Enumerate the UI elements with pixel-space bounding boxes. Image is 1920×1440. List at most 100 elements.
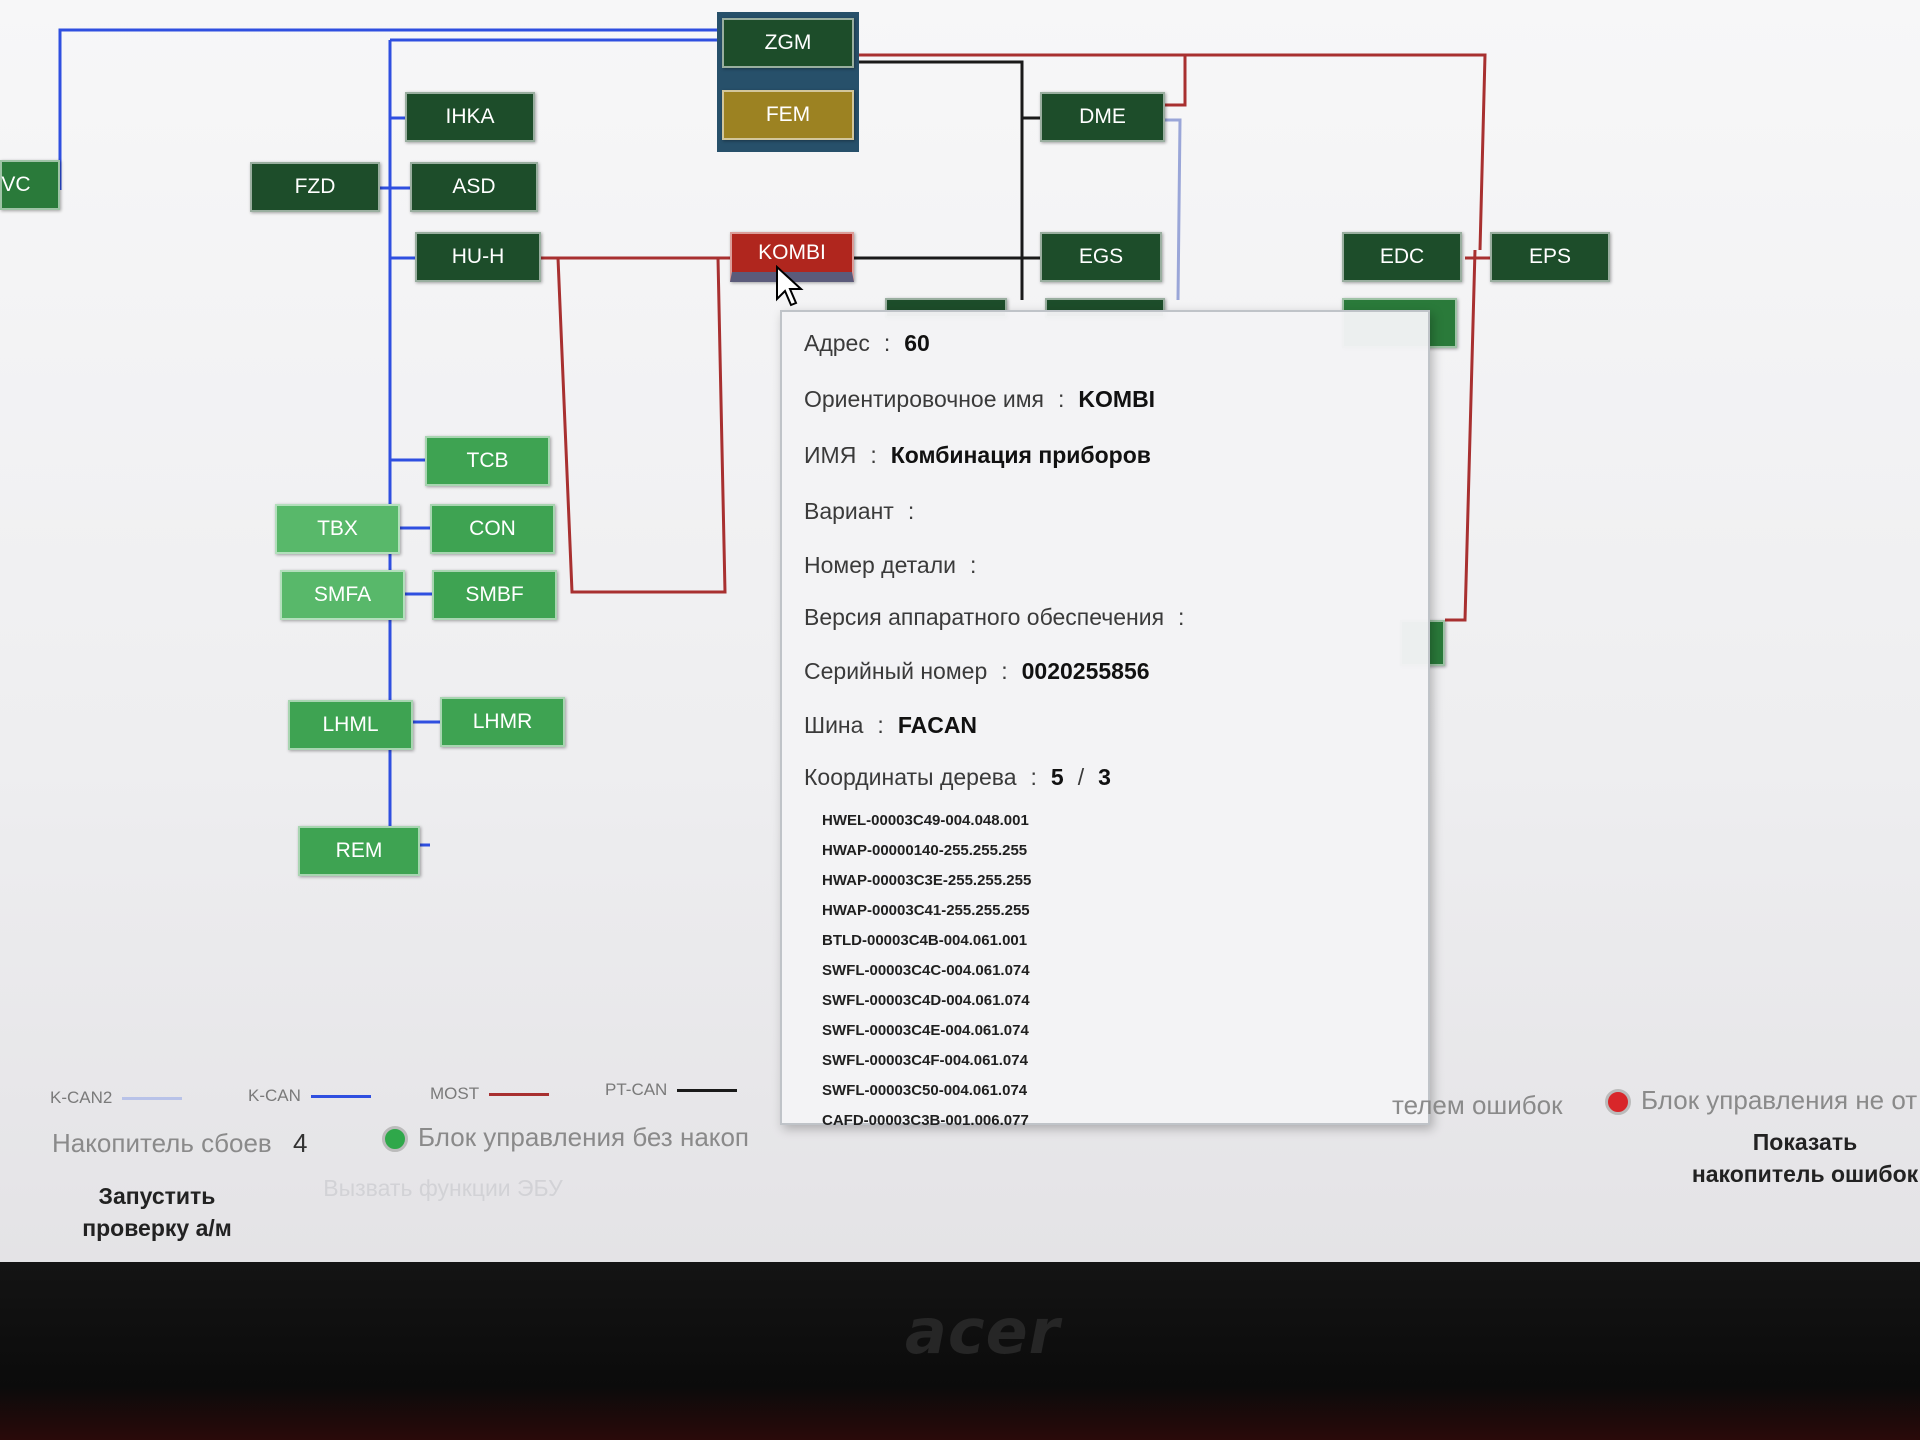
bus-value: FACAN — [897, 712, 978, 738]
node-smbf[interactable]: SMBF — [432, 570, 557, 620]
hw-version-label: Версия аппаратного обеспечения — [804, 604, 1165, 630]
tree-coord-x: 5 — [1050, 764, 1064, 790]
tree-coords-label: Координаты дерева — [804, 764, 1017, 790]
tree-coord-slash: / — [1077, 764, 1085, 790]
red-dot-icon — [1605, 1089, 1631, 1116]
show-fault-memory-button[interactable]: Показать накопитель ошибок — [1691, 1129, 1919, 1187]
ecu-info-popup: Адрес:60 Ориентировочное имя:KOMBI ИМЯ:К… — [780, 310, 1430, 1129]
legend-most-label: MOST — [430, 1084, 480, 1103]
node-zgm[interactable]: ZGM — [722, 18, 854, 68]
software-entry: CAFD-00003C3B-001.006.077 — [822, 1112, 1029, 1129]
node-fem[interactable]: FEM — [722, 90, 854, 140]
fault-memory-count: 4 — [292, 1128, 308, 1158]
node-asd[interactable]: ASD — [410, 162, 538, 212]
legend-ptcan: PT-CAN — [605, 1080, 738, 1100]
tree-coords-row: Координаты дерева:5/3 — [804, 764, 1111, 790]
legend-no-fault-memory: Блок управления без накоп — [382, 1122, 749, 1153]
address-value: 60 — [904, 330, 930, 356]
node-label: ZGM — [764, 31, 812, 54]
tree-coord-y: 3 — [1098, 764, 1111, 790]
node-fzd[interactable]: FZD — [250, 162, 380, 212]
node-label: VC — [1, 173, 31, 196]
legend-kcan2: K-CAN2 — [50, 1088, 183, 1108]
node-label: EPS — [1528, 245, 1572, 268]
bus-label: Шина — [804, 712, 864, 738]
node-label: CON — [469, 517, 516, 540]
software-entry: HWAP-00000140-255.255.255 — [822, 842, 1028, 859]
orient-name-label: Ориентировочное имя — [804, 386, 1045, 412]
software-entry: SWFL-00003C4E-004.061.074 — [822, 1022, 1029, 1039]
start-vehicle-check-button[interactable]: Запустить проверку а/м — [82, 1183, 232, 1241]
node-lhml[interactable]: LHML — [288, 700, 413, 750]
bus-row: Шина:FACAN — [804, 712, 978, 738]
node-tcb[interactable]: TCB — [425, 436, 550, 486]
legend-kcan2-line — [122, 1096, 183, 1100]
orient-name-value: KOMBI — [1078, 386, 1156, 412]
software-entry: BTLD-00003C4B-004.061.001 — [822, 932, 1028, 949]
legend-ptcan-label: PT-CAN — [605, 1080, 668, 1099]
node-ihka[interactable]: IHKA — [405, 92, 535, 142]
node-label: LHMR — [472, 710, 533, 733]
node-label: IHKA — [445, 105, 495, 128]
software-entry: HWAP-00003C41-255.255.255 — [822, 902, 1030, 919]
hw-version-row: Версия аппаратного обеспечения: — [804, 604, 1185, 630]
node-hu-h[interactable]: HU-H — [415, 232, 541, 282]
brand-logo: acer — [905, 1295, 1061, 1368]
node-dme[interactable]: DME — [1040, 92, 1165, 142]
laptop-bezel: acer — [0, 1262, 1920, 1440]
software-entry: SWFL-00003C4C-004.061.074 — [822, 962, 1030, 979]
fault-memory-status: Накопитель сбоев 4 — [52, 1128, 307, 1159]
node-label: FEM — [765, 103, 811, 126]
legend-no-fault-memory-label: Блок управления без накоп — [418, 1122, 749, 1152]
node-label: SMBF — [465, 583, 524, 606]
legend-kcan-line — [310, 1094, 371, 1098]
variant-label: Вариант — [804, 498, 894, 524]
bus-wiring — [58, 28, 1495, 847]
legend-not-responding-label: Блок управления не от — [1641, 1085, 1918, 1115]
node-label: TBX — [317, 517, 358, 540]
part-number-row: Номер детали: — [804, 552, 977, 578]
node-lhmr[interactable]: LHMR — [440, 697, 565, 747]
variant-row: Вариант: — [804, 498, 915, 524]
node-label: DME — [1079, 105, 1126, 128]
node-label: TCB — [466, 449, 509, 472]
node-label: SMFA — [313, 583, 372, 606]
node-egs[interactable]: EGS — [1040, 232, 1162, 282]
legend-most-line — [489, 1092, 550, 1096]
node-label: LHML — [322, 713, 379, 736]
legend-not-responding: Блок управления не от — [1605, 1085, 1917, 1116]
serial-label: Серийный номер — [804, 658, 988, 684]
node-smfa[interactable]: SMFA — [280, 570, 405, 620]
node-tbx[interactable]: TBX — [275, 504, 400, 554]
name-value: Комбинация приборов — [890, 442, 1151, 468]
name-label: ИМЯ — [804, 442, 857, 468]
node-label: KOMBI — [758, 241, 826, 264]
serial-row: Серийный номер:0020255856 — [804, 658, 1150, 684]
node-label: EDC — [1379, 245, 1425, 268]
legend-with-fault-memory: телем ошибок — [1392, 1090, 1563, 1121]
node-con[interactable]: CON — [430, 504, 555, 554]
software-entry: HWEL-00003C49-004.048.001 — [822, 812, 1029, 829]
node-label: REM — [335, 839, 383, 862]
fault-memory-label: Накопитель сбоев — [52, 1128, 272, 1158]
legend-ptcan-line — [677, 1088, 738, 1092]
legend-kcan2-label: K-CAN2 — [50, 1088, 113, 1107]
node-eps[interactable]: EPS — [1490, 232, 1610, 282]
node-kombi[interactable]: KOMBI — [730, 232, 854, 282]
call-ecu-functions-button[interactable]: Вызвать функции ЭБУ — [323, 1175, 563, 1201]
diagnostic-screen: VC ZGM FEM IHKA FZD ASD HU-H KOMBI DME E… — [0, 0, 1920, 1262]
node-edc[interactable]: EDC — [1342, 232, 1462, 282]
part-number-label: Номер детали — [804, 552, 956, 578]
green-dot-icon — [382, 1126, 408, 1153]
node-label: FZD — [294, 175, 336, 198]
software-entry: SWFL-00003C4D-004.061.074 — [822, 992, 1030, 1009]
name-row: ИМЯ:Комбинация приборов — [804, 442, 1151, 468]
legend-most: MOST — [430, 1084, 550, 1104]
node-vc[interactable]: VC — [0, 160, 60, 210]
mouse-cursor-icon — [776, 265, 804, 307]
node-rem[interactable]: REM — [298, 826, 420, 876]
software-entry: HWAP-00003C3E-255.255.255 — [822, 872, 1032, 889]
legend-with-fault-memory-label: телем ошибок — [1392, 1090, 1563, 1120]
software-entry: SWFL-00003C4F-004.061.074 — [822, 1052, 1028, 1069]
address-label: Адрес — [804, 330, 870, 356]
